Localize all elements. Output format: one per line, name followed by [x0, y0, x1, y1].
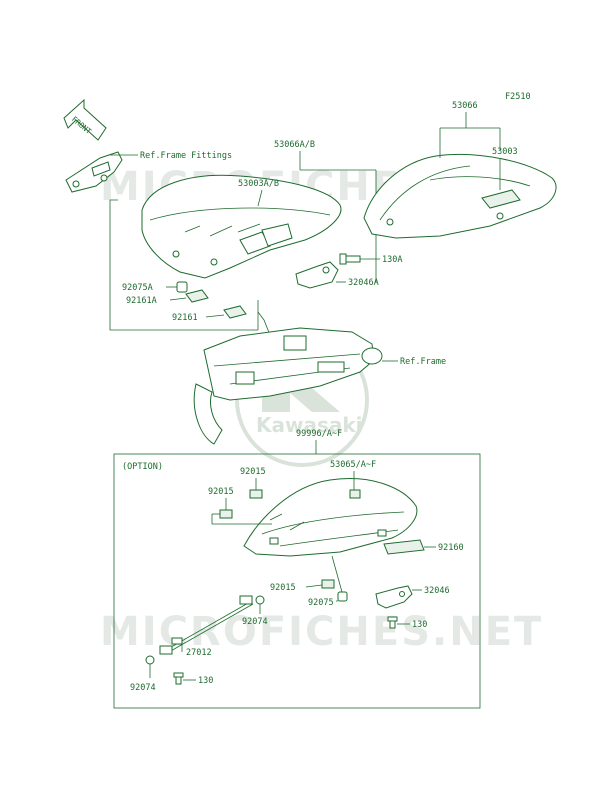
frame-fitting-bracket: [65, 151, 123, 193]
logo-text: Kawasaki: [256, 413, 363, 437]
clamp-92074-upper: [255, 595, 265, 605]
label-32046: 32046: [424, 586, 450, 596]
damper-92161: [223, 305, 247, 319]
label-130: 130: [412, 620, 427, 630]
bolt-130: [387, 616, 398, 629]
label-ref-frame-fittings: Ref.Frame Fittings: [140, 151, 232, 161]
option-seat-cowl: [243, 478, 418, 557]
label-99996: 99996/A~F: [296, 429, 342, 439]
label-92075a: 92075A: [122, 283, 153, 293]
watermark-bottom: MICROFICHES.NET: [100, 609, 543, 655]
grommet-92015-top: [249, 489, 263, 499]
bracket-32046a: [295, 261, 339, 289]
bracket-32046: [375, 585, 413, 609]
bolt-130a: [339, 253, 361, 265]
seat-cowl-53066: [363, 153, 557, 239]
label-53066: 53066: [452, 101, 478, 111]
clamp-92074-lower: [145, 655, 155, 665]
label-53003: 53003: [492, 147, 518, 157]
cable-27012: [159, 595, 254, 655]
option-label: (OPTION): [122, 462, 163, 472]
label-92161a: 92161A: [126, 296, 157, 306]
label-92015-left: 92015: [208, 487, 234, 497]
label-53066ab: 53066A/B: [274, 140, 315, 150]
label-92160: 92160: [438, 543, 464, 553]
label-130a: 130A: [382, 255, 402, 265]
label-92075: 92075: [308, 598, 334, 608]
front-arrow-icon: FRONT: [63, 98, 107, 141]
label-53065: 53065/A~F: [330, 460, 376, 470]
bolt-130-lower: [173, 672, 184, 685]
grommet-92075a: [176, 281, 188, 293]
rear-frame: [193, 327, 383, 445]
rider-seat: [141, 174, 342, 279]
label-92074-upper: 92074: [242, 617, 268, 627]
label-130-lower: 130: [198, 676, 213, 686]
label-ref-frame: Ref.Frame: [400, 357, 446, 367]
damper-92161a: [185, 289, 209, 303]
label-92161: 92161: [172, 313, 198, 323]
diagram-code: F2510: [505, 92, 531, 102]
label-92074-lower: 92074: [130, 683, 156, 693]
option-box: [113, 453, 481, 709]
label-32046a: 32046A: [348, 278, 379, 288]
grommet-92015-bottom: [321, 579, 335, 589]
label-92015-top: 92015: [240, 467, 266, 477]
grommet-92075: [337, 591, 348, 602]
label-27012: 27012: [186, 648, 212, 658]
label-53003ab: 53003A/B: [238, 179, 279, 189]
grommet-92015-left: [219, 509, 233, 519]
pad-92160: [383, 539, 425, 555]
label-92015-bottom: 92015: [270, 583, 296, 593]
